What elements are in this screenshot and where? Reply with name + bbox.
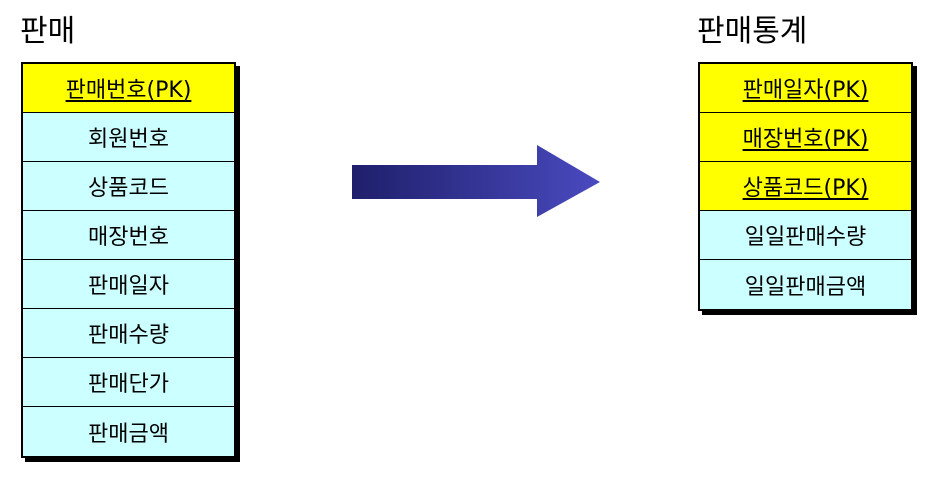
- sales-field-product-code: 상품코드: [23, 162, 234, 211]
- sales-field-member-no: 회원번호: [23, 113, 234, 162]
- sales-entity-table: 판매번호(PK) 회원번호 상품코드 매장번호 판매일자 판매수량 판매단가 판…: [21, 62, 236, 458]
- sales-entity-title: 판매: [20, 14, 76, 49]
- stats-entity-title: 판매통계: [697, 14, 808, 49]
- sales-field-sale-date: 판매일자: [23, 260, 234, 309]
- sales-field-sale-no: 판매번호(PK): [23, 64, 234, 113]
- stats-field-daily-qty: 일일판매수량: [700, 211, 911, 260]
- right-arrow-icon: [352, 145, 600, 217]
- stats-field-sale-date: 판매일자(PK): [700, 64, 911, 113]
- sales-field-unit-price: 판매단가: [23, 358, 234, 407]
- sales-field-store-no: 매장번호: [23, 211, 234, 260]
- stats-field-store-no: 매장번호(PK): [700, 113, 911, 162]
- stats-entity-table: 판매일자(PK) 매장번호(PK) 상품코드(PK) 일일판매수량 일일판매금액: [698, 62, 913, 311]
- sales-field-sale-qty: 판매수량: [23, 309, 234, 358]
- sales-field-sale-amount: 판매금액: [23, 407, 234, 456]
- stats-field-daily-amount: 일일판매금액: [700, 260, 911, 309]
- stats-field-product-code: 상품코드(PK): [700, 162, 911, 211]
